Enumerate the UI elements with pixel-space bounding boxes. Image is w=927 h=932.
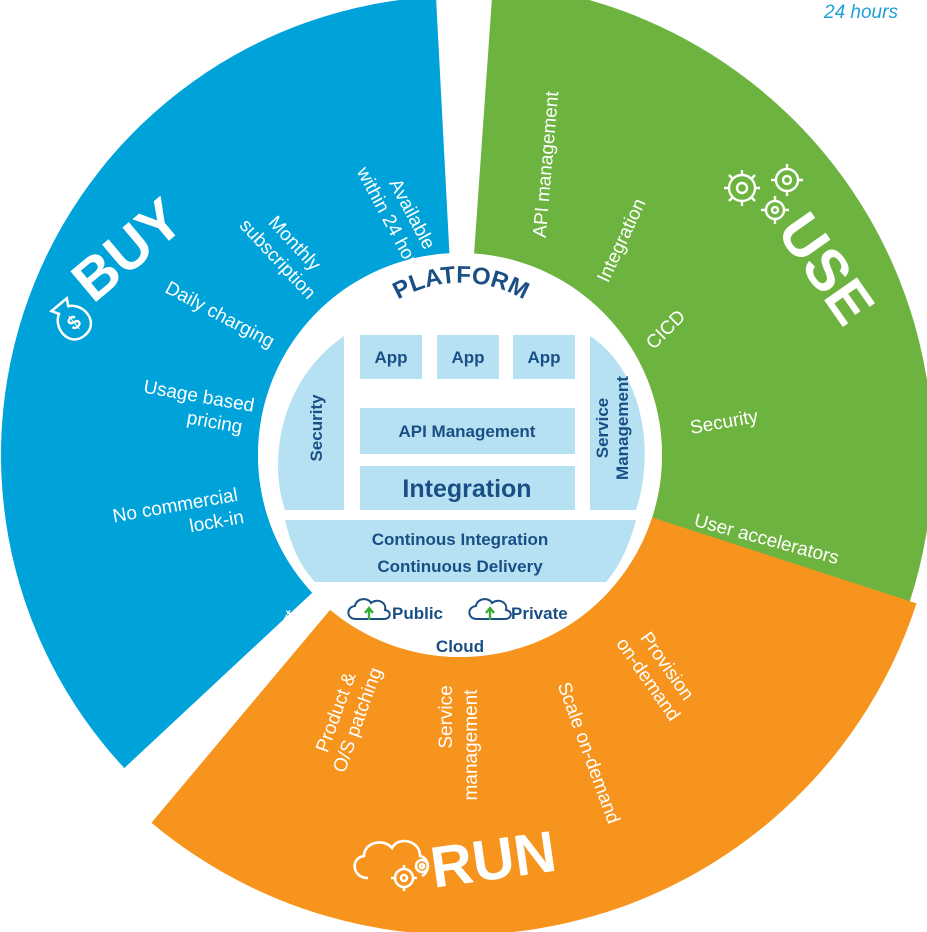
run-item-service-management: Service management: [436, 685, 482, 800]
app-label-2: App: [451, 348, 484, 367]
service-management-label-line1: Service: [593, 398, 612, 459]
api-management-label: API Management: [399, 422, 536, 441]
service-management-label-line2: Management: [613, 376, 632, 480]
platform-core: PLATFORM Security Service Management App…: [258, 253, 662, 657]
app-box-3: [513, 335, 575, 379]
buy-segment: [1, 0, 450, 769]
cicd-label-line2: Continuous Delivery: [377, 557, 543, 576]
service-management-box: [590, 336, 645, 510]
private-cloud-label: Private: [511, 604, 568, 623]
cloud-label: Cloud: [436, 637, 484, 656]
cloud-gear-icon: [353, 839, 430, 891]
public-cloud-icon: [347, 598, 391, 620]
private-cloud-icon: [468, 598, 512, 620]
app-box-1: [360, 335, 422, 379]
tagline: 24 hours: [823, 2, 898, 23]
security-label: Security: [307, 394, 326, 462]
gears-icon: [724, 164, 803, 224]
cicd-label-line1: Continous Integration: [372, 530, 549, 549]
integration-label: Integration: [402, 475, 531, 503]
app-label-1: App: [374, 348, 407, 367]
service-management-label: Service Management: [593, 376, 632, 480]
run-segment: [151, 517, 917, 932]
app-label-3: App: [527, 348, 560, 367]
run-item-service-management-line1: Service: [436, 685, 457, 748]
app-box-2: [437, 335, 499, 379]
api-management-box: [360, 408, 575, 454]
integration-box: [360, 466, 575, 510]
public-cloud-label: Public: [392, 604, 443, 623]
security-box: [278, 336, 344, 510]
run-item-service-management-line2: management: [461, 689, 482, 801]
cicd-box: [285, 520, 636, 582]
